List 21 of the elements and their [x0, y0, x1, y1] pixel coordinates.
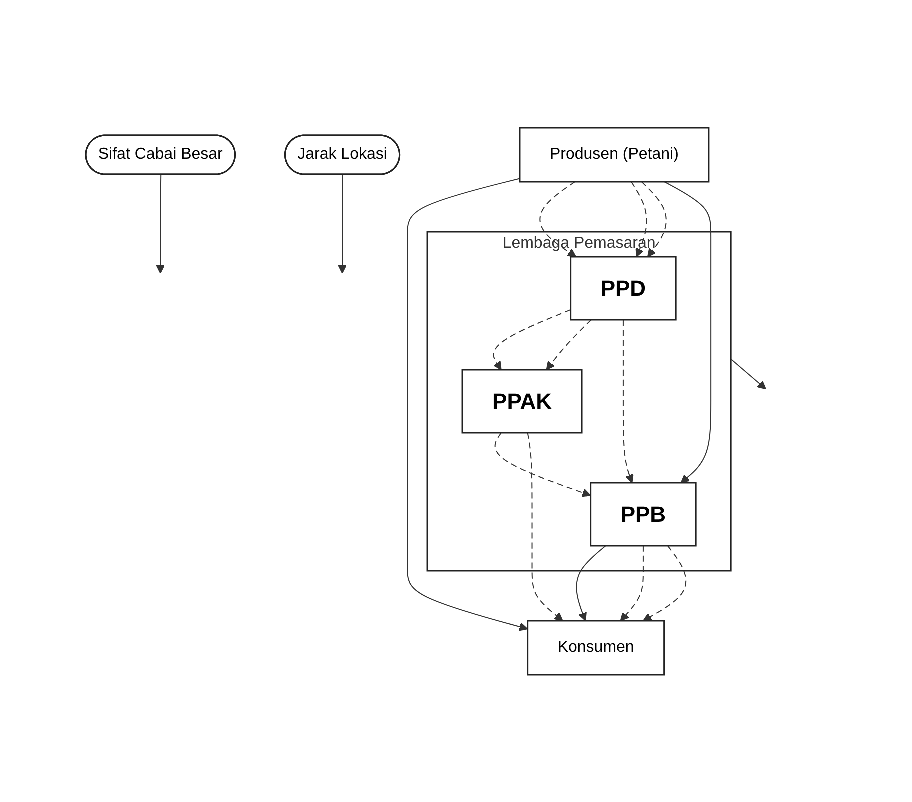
node-box: PPB [590, 482, 697, 546]
node-box: PPD [570, 256, 677, 320]
arrow [642, 545, 687, 621]
arrow [730, 358, 766, 390]
arrow [622, 319, 634, 483]
arrow [641, 181, 667, 257]
arrow [576, 545, 606, 621]
node-box: Konsumen [527, 620, 666, 676]
arrow [546, 319, 592, 370]
arrow [527, 432, 564, 621]
arrow [338, 174, 347, 274]
arrow [494, 432, 592, 497]
arrow [406, 178, 528, 631]
arrow [664, 181, 712, 483]
arrow [630, 181, 648, 257]
arrow [493, 308, 572, 370]
node-box: Produsen (Petani) [519, 126, 710, 182]
arrow [156, 174, 165, 274]
arrow [620, 545, 644, 621]
arrow [540, 181, 577, 257]
node-box: PPAK [462, 368, 583, 434]
